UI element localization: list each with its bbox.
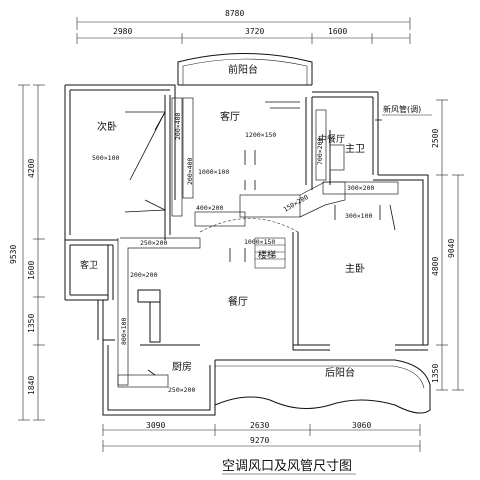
dim-left-seg-1: 4200	[27, 159, 36, 178]
left-dimensions: 9530 4200 1600 1350 1840	[9, 84, 45, 421]
room-label-dining-room: 餐厅	[228, 295, 248, 308]
duct-label-10: 300×100	[345, 212, 372, 220]
dim-bottom-seg-2: 2630	[250, 421, 269, 430]
room-label-guest-bath: 客卫	[80, 259, 98, 271]
bottom-dimensions: 3090 2630 3060 9270	[102, 421, 421, 452]
duct-label-12: 150×200	[282, 193, 310, 214]
annotations: 新风管(调)	[382, 104, 432, 116]
duct-label-2: 1200×150	[245, 131, 276, 139]
duct-label-v1: 200×400	[174, 113, 182, 140]
room-label-staircase: 楼梯	[258, 249, 276, 261]
dim-top-seg-3: 1600	[328, 27, 347, 36]
dim-left-seg-2: 1600	[27, 261, 36, 280]
dim-bottom-total: 9270	[250, 436, 269, 445]
dim-left-total: 9530	[9, 245, 18, 264]
dim-right-seg-2: 4800	[431, 257, 440, 276]
room-label-master-bedroom: 主卧	[345, 262, 365, 275]
dim-bottom-seg-1: 3090	[146, 421, 165, 430]
duct-label-1: 500×100	[92, 154, 119, 162]
duct-label-8: 250×200	[140, 239, 167, 247]
room-label-kitchen: 厨房	[172, 360, 192, 373]
walls	[64, 53, 431, 416]
dim-top-seg-2: 3720	[245, 27, 264, 36]
dim-top-seg-1: 2980	[113, 27, 132, 36]
room-label-secondary-bedroom: 次卧	[97, 120, 117, 133]
room-label-balcony-rear: 后阳台	[325, 366, 355, 379]
duct-label-5: 1000×150	[244, 238, 275, 246]
dim-top-total: 8780	[225, 9, 244, 18]
diagram-title: 空调风口及风管尺寸图	[222, 459, 352, 474]
dim-right-total: 9040	[447, 239, 456, 258]
room-labels: 前阳台 次卧 客厅 中餐厅 主卫 客卫 楼梯 主卧 餐厅 厨房 后阳台	[80, 63, 365, 379]
dim-left-seg-4: 1840	[27, 376, 36, 395]
duct-label-7: 800×100	[120, 318, 128, 345]
right-dimensions: 2500 4800 1350 9040	[431, 99, 464, 391]
duct-label-3: 1000×100	[198, 168, 229, 176]
vents	[124, 101, 396, 376]
duct-label-v3: 700×200	[316, 138, 324, 165]
room-label-living-room: 客厅	[220, 110, 240, 123]
dim-right-seg-1: 2500	[431, 129, 440, 148]
room-label-kitchenette: 中餐厅	[318, 133, 345, 145]
duct-label-11: 250×200	[168, 386, 195, 394]
dim-left-seg-3: 1350	[27, 314, 36, 333]
ducts	[117, 97, 399, 388]
duct-label-9: 300×200	[347, 184, 374, 192]
room-label-master-bath: 主卫	[345, 143, 365, 155]
dim-bottom-seg-3: 3060	[352, 421, 371, 430]
fresh-air-annotation: 新风管(调)	[383, 104, 421, 114]
top-dimensions: 8780 2980 3720 1600	[76, 9, 411, 44]
duct-labels: 500×100 1200×150 1000×100 400×200 1000×1…	[92, 113, 374, 394]
dim-right-seg-3: 1350	[431, 364, 440, 383]
room-label-balcony-front: 前阳台	[228, 63, 258, 76]
duct-label-6: 200×200	[130, 271, 157, 279]
duct-label-4: 400×200	[196, 204, 223, 212]
duct-label-v2: 200×400	[186, 158, 194, 185]
